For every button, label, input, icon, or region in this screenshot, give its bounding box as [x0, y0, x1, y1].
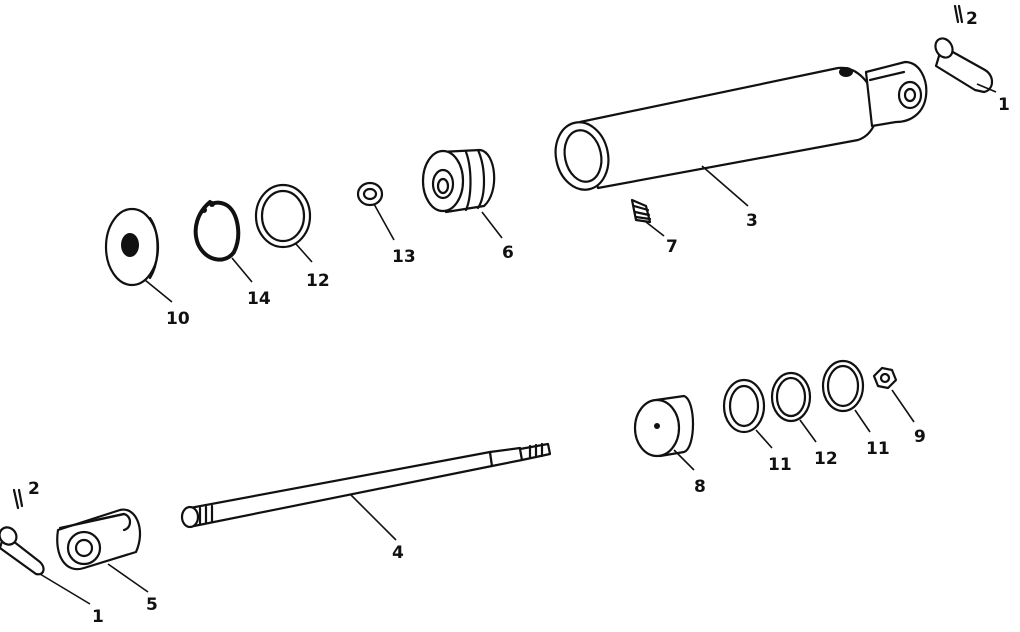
callout-2-bottom: 2 [28, 479, 40, 499]
part-end-cap [104, 207, 160, 287]
part-nut [872, 366, 898, 390]
callout-1-bottom: 1 [92, 607, 104, 627]
callout-13: 13 [392, 247, 416, 267]
part-gland [633, 394, 694, 458]
callout-12-top: 12 [306, 271, 330, 291]
callout-4: 4 [392, 543, 404, 563]
part-o-ring-11-first [722, 378, 766, 434]
callout-6: 6 [502, 243, 514, 263]
part-set-screw [630, 198, 652, 224]
callout-11-second: 11 [866, 439, 890, 459]
callout-3: 3 [746, 211, 758, 231]
part-retaining-ring [193, 200, 241, 262]
callout-11-first: 11 [768, 455, 792, 475]
part-o-ring-11-second [821, 359, 865, 413]
part-cylinder-barrel [554, 60, 928, 191]
leader-lines [39, 83, 997, 605]
part-o-ring-top [254, 183, 312, 249]
callout-14: 14 [247, 289, 271, 309]
callout-12-lower: 12 [814, 449, 838, 469]
part-cotter-bottom [12, 488, 24, 510]
callout-1-top: 1 [998, 95, 1010, 115]
callout-2-top: 2 [966, 9, 978, 29]
part-clevis [56, 508, 141, 571]
callout-10: 10 [166, 309, 190, 329]
callout-9: 9 [914, 427, 926, 447]
part-pin-bottom [0, 526, 45, 576]
part-o-ring-12-lower [770, 371, 812, 423]
part-cotter-top [953, 4, 964, 24]
callout-5: 5 [146, 595, 158, 615]
callout-labels: 1 2 3 7 6 13 12 14 10 8 11 12 11 9 4 5 1… [28, 9, 1010, 627]
part-washer [356, 181, 384, 207]
part-piston-rod [180, 442, 552, 529]
callout-7: 7 [666, 237, 678, 257]
part-pin-top [934, 37, 994, 94]
part-piston [421, 148, 496, 214]
callout-8: 8 [694, 477, 706, 497]
